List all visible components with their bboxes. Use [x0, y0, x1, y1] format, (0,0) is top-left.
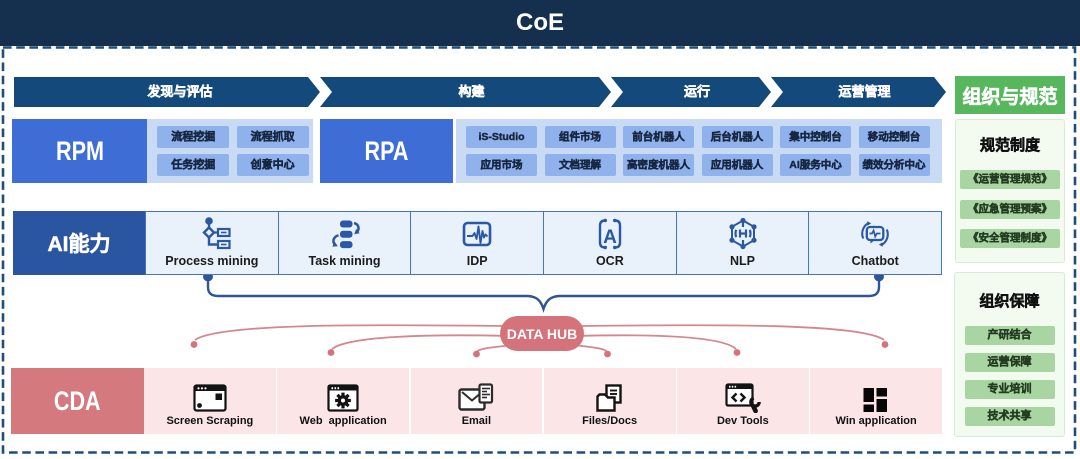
- svg-text:A: A: [603, 227, 617, 248]
